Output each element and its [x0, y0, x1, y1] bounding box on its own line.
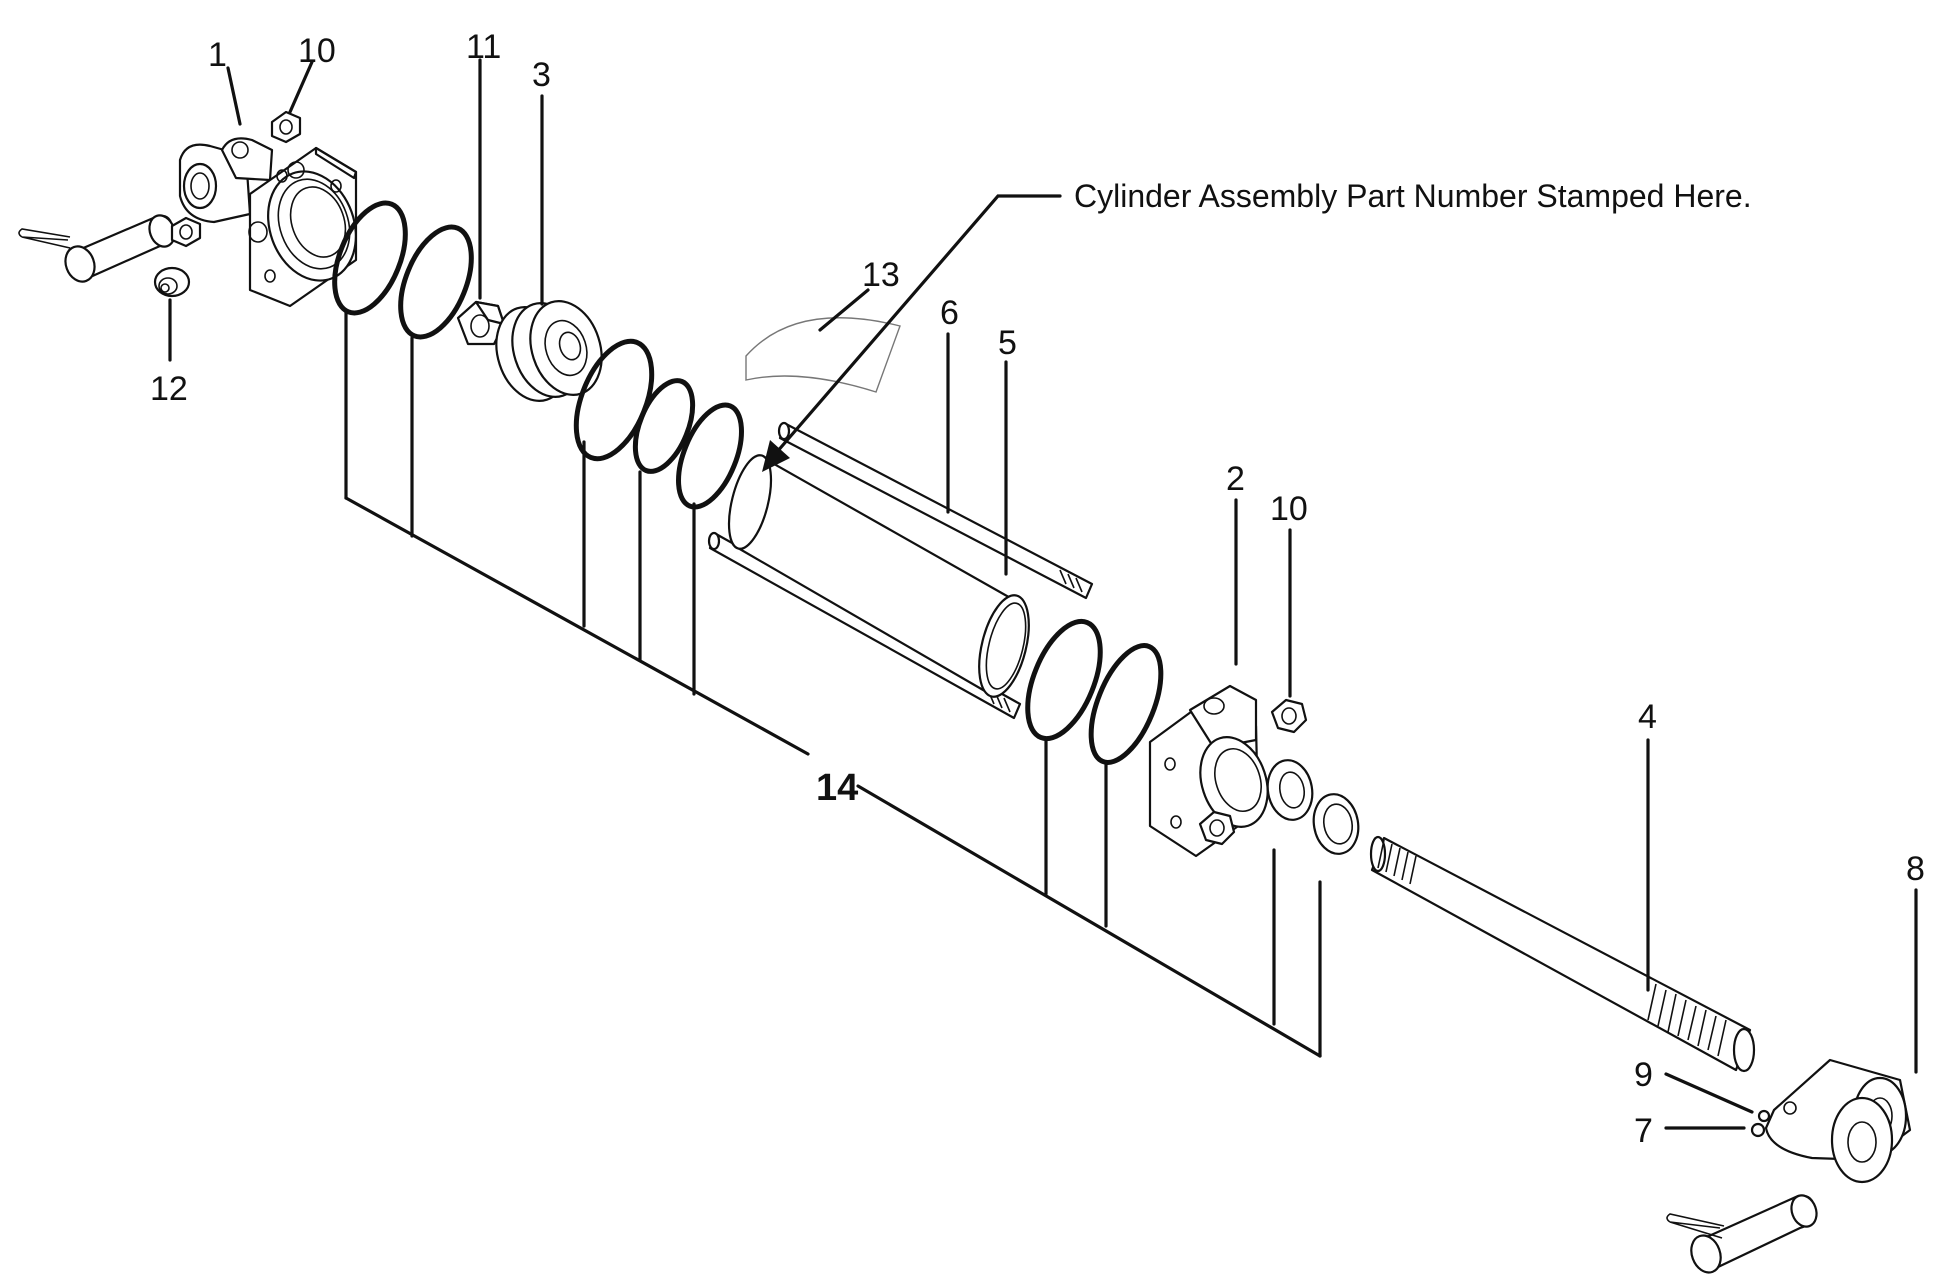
piston-rod-4 [1369, 835, 1756, 1073]
rod-seal [1266, 759, 1360, 855]
o-ring-e [676, 402, 744, 510]
part-number-note: Cylinder Assembly Part Number Stamped He… [1074, 178, 1752, 214]
end-cap-1 [178, 137, 358, 308]
callout-8: 8 [1906, 850, 1925, 888]
decal-13 [745, 317, 901, 393]
tie-rod-6 [777, 421, 1094, 600]
callout-13: 13 [862, 256, 900, 294]
leader-lines [168, 58, 1918, 1130]
callout-labels: 1 10 11 3 12 13 6 5 2 10 4 8 9 7 14 Cyli… [150, 28, 1925, 1150]
callout-2: 2 [1226, 460, 1245, 498]
callout-12: 12 [150, 370, 188, 408]
piston-3 [495, 300, 603, 402]
o-ring-f [1025, 618, 1103, 742]
cotter-pin-right [1666, 1213, 1725, 1239]
callout-7: 7 [1634, 1112, 1653, 1150]
o-ring-b [398, 224, 474, 340]
callout-14: 14 [816, 767, 858, 809]
callout-1: 1 [208, 36, 227, 74]
hex-nut-10-top [270, 110, 302, 144]
callout-10-right: 10 [1270, 490, 1308, 528]
hex-nut-small [170, 216, 202, 248]
callout-4: 4 [1638, 698, 1657, 736]
cylinder-barrel [727, 454, 1030, 698]
callout-5: 5 [998, 324, 1017, 362]
o-ring-g [1088, 643, 1164, 765]
callout-10-top: 10 [298, 32, 336, 70]
hex-nut-10-right [1270, 698, 1308, 734]
callout-6: 6 [940, 294, 959, 332]
clevis-pin-right [1690, 1194, 1818, 1274]
hex-nut-lower [1198, 810, 1236, 846]
cotter-pin-left [18, 228, 71, 249]
clevis-pin-left [64, 214, 176, 283]
o-ring-a [332, 200, 408, 316]
grease-fitting-7-9 [1750, 1109, 1771, 1138]
hex-nut-11 [456, 300, 506, 346]
callout-11: 11 [466, 28, 501, 66]
callout-3: 3 [532, 56, 551, 94]
o-ring-d [632, 378, 696, 474]
rod-clevis-8 [1764, 1058, 1912, 1184]
fitting-12 [153, 266, 191, 298]
callout-9: 9 [1634, 1056, 1653, 1094]
